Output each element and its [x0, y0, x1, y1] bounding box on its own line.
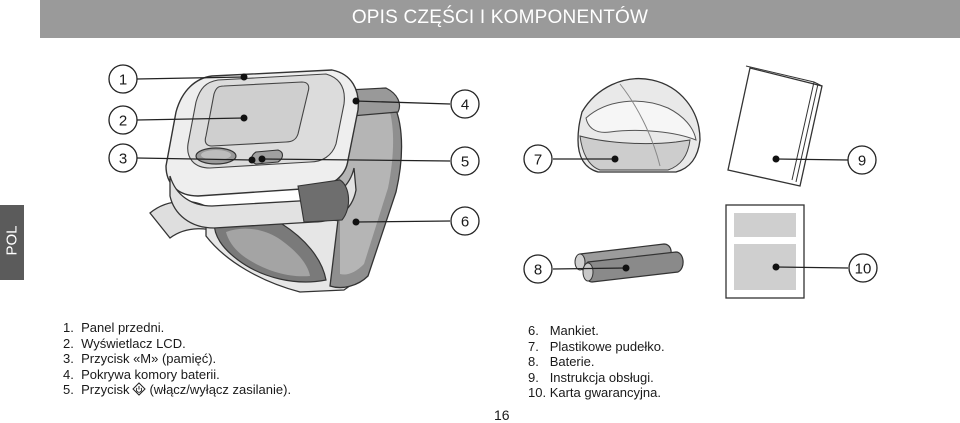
legend-item-text: Instrukcja obsługi.: [549, 369, 654, 385]
plastic-box-image: [577, 78, 701, 173]
callout-4-label: 4: [461, 97, 469, 114]
callout-1-label: 1: [119, 72, 127, 89]
legend-item: 2. Wyświetlacz LCD.: [63, 336, 291, 352]
power-icon: [132, 382, 147, 400]
legend-item-number: 9.: [528, 369, 539, 385]
legend-list-right: 6. Mankiet. 7. Plastikowe pudełko. 8. Ba…: [528, 323, 665, 401]
legend-item-number: 3.: [63, 351, 74, 366]
instruction-manual-image: [727, 65, 823, 187]
callout-10-label: 10: [855, 261, 872, 278]
leader-lines: [136, 76, 849, 270]
callout-5: 5: [450, 146, 480, 176]
leader-dots: [240, 73, 780, 272]
page-title: OPIS CZĘŚCI I KOMPONENTÓW: [351, 7, 649, 28]
legend-item-text: Panel przedni.: [81, 320, 165, 335]
page-number: 16: [494, 407, 510, 423]
callout-4: 4: [450, 89, 480, 119]
legend-item-number: 8.: [528, 354, 539, 369]
callout-9-label: 9: [858, 153, 866, 170]
legend-item-text: Karta gwarancyjna.: [549, 385, 661, 400]
legend-item: 4. Pokrywa komory baterii.: [63, 367, 291, 383]
callout-7-label: 7: [534, 152, 542, 169]
callout-1: 1: [108, 64, 138, 94]
callout-10: 10: [848, 253, 878, 283]
callout-8-label: 8: [534, 262, 542, 279]
legend-item: 1. Panel przedni.: [63, 320, 291, 336]
legend-item-number: 5.: [63, 382, 74, 397]
callout-2: 2: [108, 105, 138, 135]
legend-item: 10. Karta gwarancyjna.: [528, 385, 665, 401]
legend-item-number: 10.: [528, 385, 547, 400]
legend-item: 5. Przycisk (włącz/wyłącz zasilanie).: [63, 382, 291, 400]
callout-3-label: 3: [119, 151, 127, 168]
legend-item: 3. Przycisk «M» (pamięć).: [63, 351, 291, 367]
legend-item: 9. Instrukcja obsługi.: [528, 370, 665, 386]
legend-item-number: 7.: [528, 338, 539, 354]
callout-8: 8: [523, 254, 553, 284]
legend-item-text: Pokrywa komory baterii.: [81, 366, 220, 382]
language-tab: POL: [0, 205, 24, 280]
legend-item-text: Wyświetlacz LCD.: [81, 335, 186, 351]
callout-3: 3: [108, 143, 138, 173]
legend-item-text: Baterie.: [549, 354, 595, 369]
legend-item-text: (włącz/wyłącz zasilanie).: [149, 382, 292, 397]
batteries-image: [574, 243, 684, 283]
legend-item-number: 4.: [63, 366, 74, 382]
callout-5-label: 5: [461, 154, 469, 171]
legend-item-text: Mankiet.: [549, 323, 599, 338]
legend-item-text: Przycisk «M» (pamięć).: [81, 351, 217, 366]
legend-item-number: 1.: [63, 320, 74, 335]
page-header: OPIS CZĘŚCI I KOMPONENTÓW: [40, 0, 960, 38]
legend-item: 8. Baterie.: [528, 354, 665, 370]
callout-9: 9: [847, 145, 877, 175]
warranty-card-image: [725, 204, 805, 299]
callout-6: 6: [450, 206, 480, 236]
legend-item: 6. Mankiet.: [528, 323, 665, 339]
callout-2-label: 2: [119, 113, 127, 130]
callout-6-label: 6: [461, 214, 469, 231]
blood-pressure-monitor-image: [149, 69, 403, 293]
legend-item-number: 6.: [528, 323, 539, 338]
callout-7: 7: [523, 144, 553, 174]
legend-item-text: Plastikowe pudełko.: [549, 338, 665, 354]
legend-item: 7. Plastikowe pudełko.: [528, 339, 665, 355]
legend-item-text: Przycisk: [81, 382, 130, 397]
legend-list-left: 1. Panel przedni. 2. Wyświetlacz LCD. 3.…: [63, 320, 291, 400]
legend-item-number: 2.: [63, 335, 74, 351]
